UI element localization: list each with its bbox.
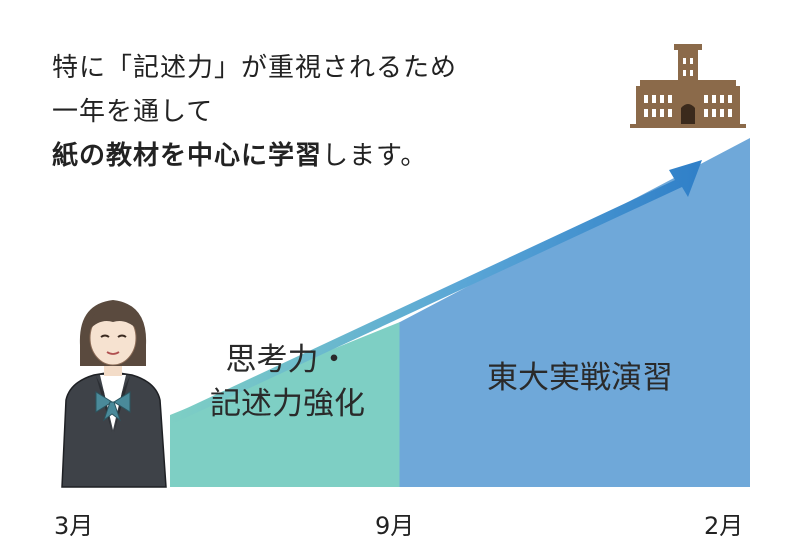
intro-line-3: 紙の教材を中心に学習します。 (52, 134, 457, 178)
intro-emphasis: 紙の教材を中心に学習 (52, 141, 323, 171)
phase-1-area (170, 322, 400, 487)
university-building-icon (630, 44, 746, 128)
timeline-mid: 9月 (375, 512, 415, 540)
student-figure (61, 300, 167, 488)
intro-line-1: 特に「記述力」が重視されるため (52, 53, 458, 83)
intro-text: 特に「記述力」が重視されるため 一年を通して 紙の教材を中心に学習します。 (52, 46, 457, 178)
phase-2-area (400, 138, 750, 487)
phase-1-label-line-1: 思考力・ (225, 342, 350, 378)
phase-2-label: 東大実戦演習 (487, 360, 673, 396)
phase-1-label: 思考力・ 記述力強化 (175, 338, 400, 426)
phase-1-label-line-2: 記述力強化 (210, 386, 365, 422)
intro-line-2: 一年を通して (52, 97, 214, 127)
intro-line-3-rest: します。 (322, 141, 428, 171)
timeline-start: 3月 (54, 512, 94, 540)
growth-arrow (170, 160, 702, 425)
timeline-end: 2月 (704, 512, 744, 540)
